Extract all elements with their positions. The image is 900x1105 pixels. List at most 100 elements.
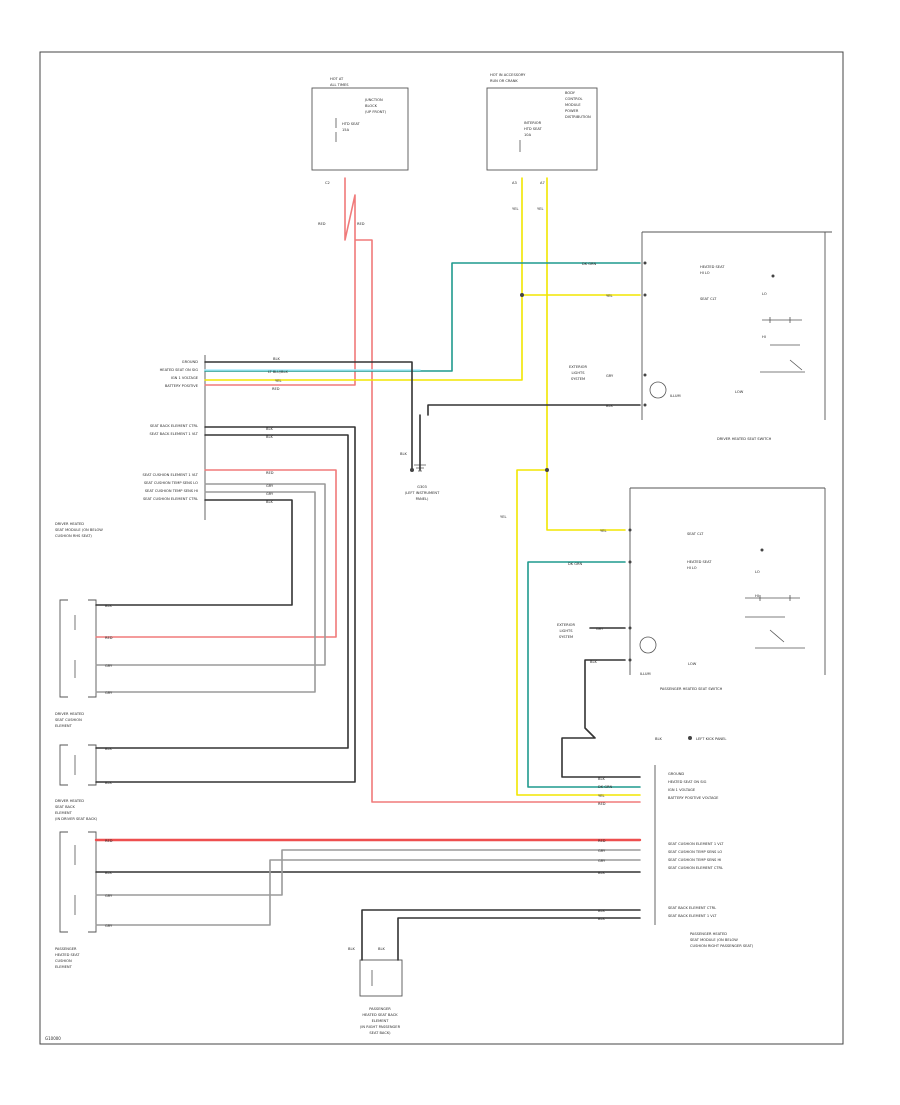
wire-black-driver-sw-gnd	[419, 404, 641, 471]
passenger-heated-seat-switch: SEAT CLT HEATED SEAT HI LO LO HI LOW ILL…	[629, 487, 826, 691]
svg-text:RED: RED	[357, 222, 365, 226]
svg-text:IGN 1 VOLTAGE: IGN 1 VOLTAGE	[171, 376, 199, 380]
svg-text:HI: HI	[762, 335, 766, 339]
svg-text:SEAT BACK): SEAT BACK)	[369, 1031, 391, 1035]
svg-text:LO: LO	[762, 292, 767, 296]
wire-black-pass-back2	[397, 917, 641, 961]
svg-text:BLK: BLK	[655, 737, 662, 741]
wire-yellow-pass-mod	[516, 469, 641, 796]
svg-text:SYSTEM: SYSTEM	[571, 377, 585, 381]
svg-text:GROUND: GROUND	[182, 360, 198, 364]
svg-text:SEAT MODULE (ON BELOW: SEAT MODULE (ON BELOW	[690, 938, 738, 942]
exterior-lights-ref-2: EXTERIOR LIGHTS SYSTEM	[557, 623, 576, 639]
wire-teal-driver-sig	[204, 262, 641, 372]
svg-text:SEAT BACK ELEMENT 1 VLT: SEAT BACK ELEMENT 1 VLT	[150, 432, 199, 436]
svg-text:BLK: BLK	[606, 404, 613, 408]
passenger-seat-cushion-element: PASSENGER HEATED SEAT CUSHION ELEMENT	[55, 831, 97, 969]
footer-code: G10000	[45, 1036, 61, 1041]
svg-text:GRY: GRY	[596, 627, 604, 631]
svg-text:YEL: YEL	[598, 794, 604, 798]
svg-text:G303: G303	[417, 485, 427, 489]
wire-black-driver-back2	[95, 434, 349, 749]
svg-text:HEATED SEAT ON SIG: HEATED SEAT ON SIG	[668, 780, 707, 784]
svg-text:PASSENGER: PASSENGER	[369, 1007, 391, 1011]
svg-text:DRIVER HEATED: DRIVER HEATED	[55, 799, 84, 803]
svg-text:ELEMENT: ELEMENT	[55, 965, 73, 969]
svg-text:BLK: BLK	[105, 747, 112, 751]
svg-text:LT BLU/BLK: LT BLU/BLK	[268, 370, 288, 374]
svg-text:GRY: GRY	[266, 492, 274, 496]
svg-text:SEAT CUSHION TEMP SENS LO: SEAT CUSHION TEMP SENS LO	[144, 481, 198, 485]
svg-text:BLK: BLK	[105, 781, 112, 785]
svg-text:10A: 10A	[524, 133, 532, 137]
svg-text:YEL: YEL	[275, 379, 281, 383]
svg-text:YEL: YEL	[512, 207, 518, 211]
svg-text:HTD SEAT: HTD SEAT	[342, 122, 361, 126]
svg-text:ALL TIMES: ALL TIMES	[330, 83, 349, 87]
svg-text:CUSHION RHS SEAT): CUSHION RHS SEAT)	[55, 534, 92, 538]
svg-text:LEFT KICK PANEL: LEFT KICK PANEL	[696, 737, 726, 741]
svg-text:POWER: POWER	[565, 109, 579, 113]
svg-text:BLK: BLK	[266, 427, 273, 431]
svg-text:PASSENGER HEATED SEAT SWITCH: PASSENGER HEATED SEAT SWITCH	[660, 687, 723, 691]
svg-text:SEAT BACK: SEAT BACK	[55, 805, 75, 809]
svg-text:LOW: LOW	[735, 390, 744, 394]
svg-text:SEAT CUSHION TEMP SENS HI: SEAT CUSHION TEMP SENS HI	[668, 858, 721, 862]
ground-g303: G303 (LEFT INSTRUMENT PANEL)	[405, 464, 440, 501]
svg-text:BLK: BLK	[598, 909, 605, 913]
svg-text:INTERIOR: INTERIOR	[524, 121, 542, 125]
svg-text:(UP FRONT): (UP FRONT)	[365, 110, 387, 114]
passenger-seat-back-element: PASSENGER HEATED SEAT BACK ELEMENT (IN R…	[359, 959, 403, 1035]
svg-text:IGN 1 VOLTAGE: IGN 1 VOLTAGE	[668, 788, 696, 792]
hot-fuse-box: HOT AT ALL TIMES JUNCTION BLOCK (UP FRON…	[311, 77, 409, 185]
svg-text:SEAT CUSHION TEMP SENS LO: SEAT CUSHION TEMP SENS LO	[668, 850, 722, 854]
wire-black-driver-back	[95, 426, 356, 783]
svg-text:DRIVER HEATED: DRIVER HEATED	[55, 522, 84, 526]
svg-text:SEAT CUSHION ELEMENT 1 VLT: SEAT CUSHION ELEMENT 1 VLT	[668, 842, 724, 846]
svg-text:GRY: GRY	[606, 374, 614, 378]
svg-text:SEAT CUSHION ELEMENT 1 VLT: SEAT CUSHION ELEMENT 1 VLT	[143, 473, 199, 477]
svg-text:ELEMENT: ELEMENT	[372, 1019, 390, 1023]
wire-grey-pass-sens-hi	[95, 859, 641, 926]
passenger-module-pins: GROUND HEATED SEAT ON SIG IGN 1 VOLTAGE …	[654, 765, 754, 948]
svg-text:RED: RED	[105, 636, 113, 640]
svg-text:SEAT BACK ELEMENT 1 VLT: SEAT BACK ELEMENT 1 VLT	[668, 914, 717, 918]
driver-heated-seat-switch: HEATED SEAT HI LO SEAT CLT LO HI LOW ILL…	[641, 231, 832, 441]
svg-text:BLK: BLK	[266, 500, 273, 504]
svg-text:LO: LO	[755, 570, 760, 574]
svg-text:RED: RED	[598, 839, 606, 843]
svg-text:DISTRIBUTION: DISTRIBUTION	[565, 115, 591, 119]
svg-text:HI: HI	[755, 594, 759, 598]
svg-text:BLK: BLK	[590, 660, 597, 664]
wire-black-pass-back	[361, 909, 641, 961]
svg-text:BLOCK: BLOCK	[365, 104, 378, 108]
svg-text:RED: RED	[318, 222, 326, 226]
svg-text:YEL: YEL	[537, 207, 543, 211]
svg-text:A7: A7	[540, 181, 545, 185]
svg-text:BLK: BLK	[598, 917, 605, 921]
svg-text:LOW: LOW	[688, 662, 697, 666]
svg-text:DK GRN: DK GRN	[582, 262, 597, 266]
svg-text:ELEMENT: ELEMENT	[55, 811, 73, 815]
svg-text:BLK: BLK	[598, 871, 605, 875]
svg-text:PASSENGER HEATED: PASSENGER HEATED	[690, 932, 727, 936]
svg-text:BLK: BLK	[400, 452, 407, 456]
svg-text:RED: RED	[105, 839, 113, 843]
svg-text:HOT IN ACCESSORY: HOT IN ACCESSORY	[490, 73, 526, 77]
svg-text:MODULE: MODULE	[565, 103, 581, 107]
svg-text:BLK: BLK	[105, 871, 112, 875]
svg-text:EXTERIOR: EXTERIOR	[557, 623, 576, 627]
svg-text:HEATED SEAT BACK: HEATED SEAT BACK	[362, 1013, 398, 1017]
svg-text:YEL: YEL	[606, 294, 612, 298]
svg-text:SEAT BACK ELEMENT CTRL: SEAT BACK ELEMENT CTRL	[668, 906, 716, 910]
svg-text:GRY: GRY	[105, 894, 113, 898]
svg-text:(LEFT INSTRUMENT: (LEFT INSTRUMENT	[405, 491, 440, 495]
svg-text:ILLUM: ILLUM	[640, 672, 651, 676]
svg-text:DRIVER HEATED: DRIVER HEATED	[55, 712, 84, 716]
wire-black-driver-cushion-ctrl	[95, 499, 293, 606]
svg-text:RED: RED	[598, 802, 606, 806]
svg-text:JUNCTION: JUNCTION	[364, 98, 383, 102]
svg-text:GROUND: GROUND	[668, 772, 684, 776]
ground-left-kick-panel: LEFT KICK PANEL	[688, 736, 726, 741]
